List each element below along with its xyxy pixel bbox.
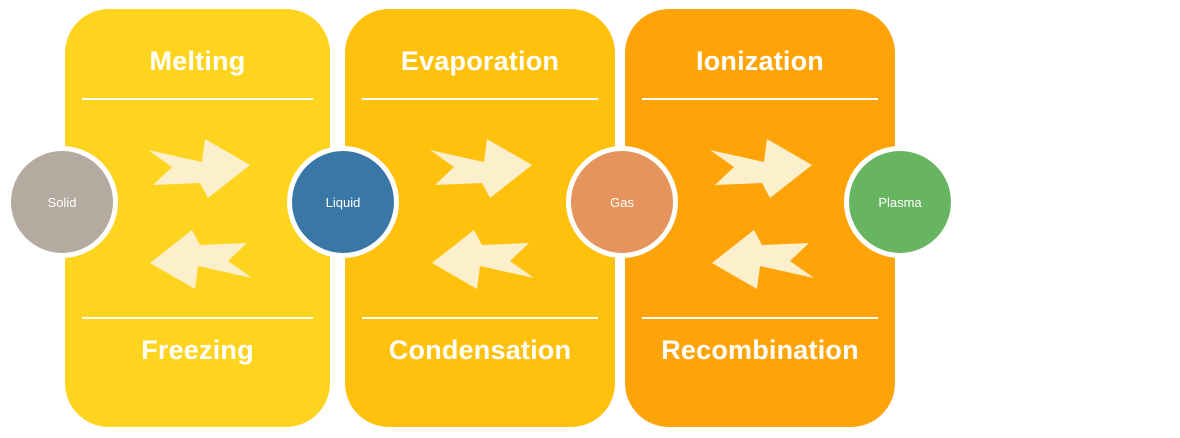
top-divider-line	[642, 98, 878, 100]
right-arrow-icon	[430, 139, 532, 198]
left-arrow-shape	[149, 230, 252, 289]
forward-transition-label: Melting	[149, 46, 246, 76]
left-arrow-icon	[432, 230, 534, 289]
state-circle-plasma: Plasma	[844, 146, 956, 258]
reverse-transition-label: Freezing	[141, 335, 254, 365]
state-circle-liquid: Liquid	[287, 146, 399, 258]
top-divider-line	[82, 98, 313, 100]
bottom-divider-line	[362, 317, 598, 319]
forward-transition-label: Evaporation	[400, 46, 560, 76]
left-arrow-icon	[712, 230, 814, 289]
top-divider-line	[362, 98, 598, 100]
right-arrow-shape	[430, 139, 532, 198]
reverse-transition-label: Condensation	[388, 335, 572, 365]
state-label: Plasma	[878, 194, 922, 210]
forward-transition-label: Ionization	[696, 46, 824, 76]
left-arrow-shape	[712, 230, 814, 289]
left-arrow-icon	[149, 230, 252, 289]
state-label: Gas	[610, 194, 634, 210]
left-arrow-shape	[432, 230, 534, 289]
state-circle-solid: Solid	[6, 146, 118, 258]
right-arrow-shape	[147, 139, 250, 198]
reverse-transition-label: Recombination	[661, 335, 859, 365]
right-arrow-shape	[710, 139, 812, 198]
right-arrow-icon	[710, 139, 812, 198]
bottom-divider-line	[82, 317, 313, 319]
bottom-divider-line	[642, 317, 878, 319]
right-arrow-icon	[147, 139, 250, 198]
state-label: Liquid	[325, 194, 361, 210]
state-label: Solid	[47, 194, 77, 210]
state-circle-gas: Gas	[566, 146, 678, 258]
